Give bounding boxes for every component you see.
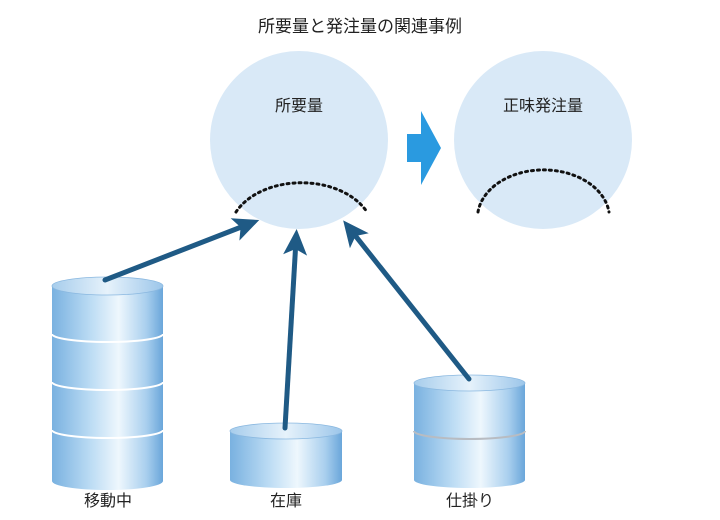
process-arrow-icon <box>407 111 441 185</box>
in-transit-cylinder <box>51 276 164 490</box>
requirement-circle: 所要量 <box>210 51 388 229</box>
inventory-label: 在庫 <box>270 491 302 510</box>
arrow-in-transit-to-requirement <box>102 218 260 283</box>
net-order-dotted-arc <box>476 168 611 214</box>
wip-cylinder <box>413 374 526 488</box>
diagram-title: 所要量と発注量の関連事例 <box>258 17 462 37</box>
net-order-circle: 正味発注量 <box>454 51 632 229</box>
arrow-inventory-to-requirement <box>282 229 308 431</box>
wip-label: 仕掛り <box>446 491 494 510</box>
net-order-label: 正味発注量 <box>503 96 583 115</box>
arrow-wip-to-requirement <box>343 220 472 382</box>
requirement-label: 所要量 <box>275 96 323 115</box>
requirement-dotted-arc <box>234 181 369 214</box>
inventory-cylinder <box>229 422 343 488</box>
in-transit-label: 移動中 <box>84 491 132 510</box>
